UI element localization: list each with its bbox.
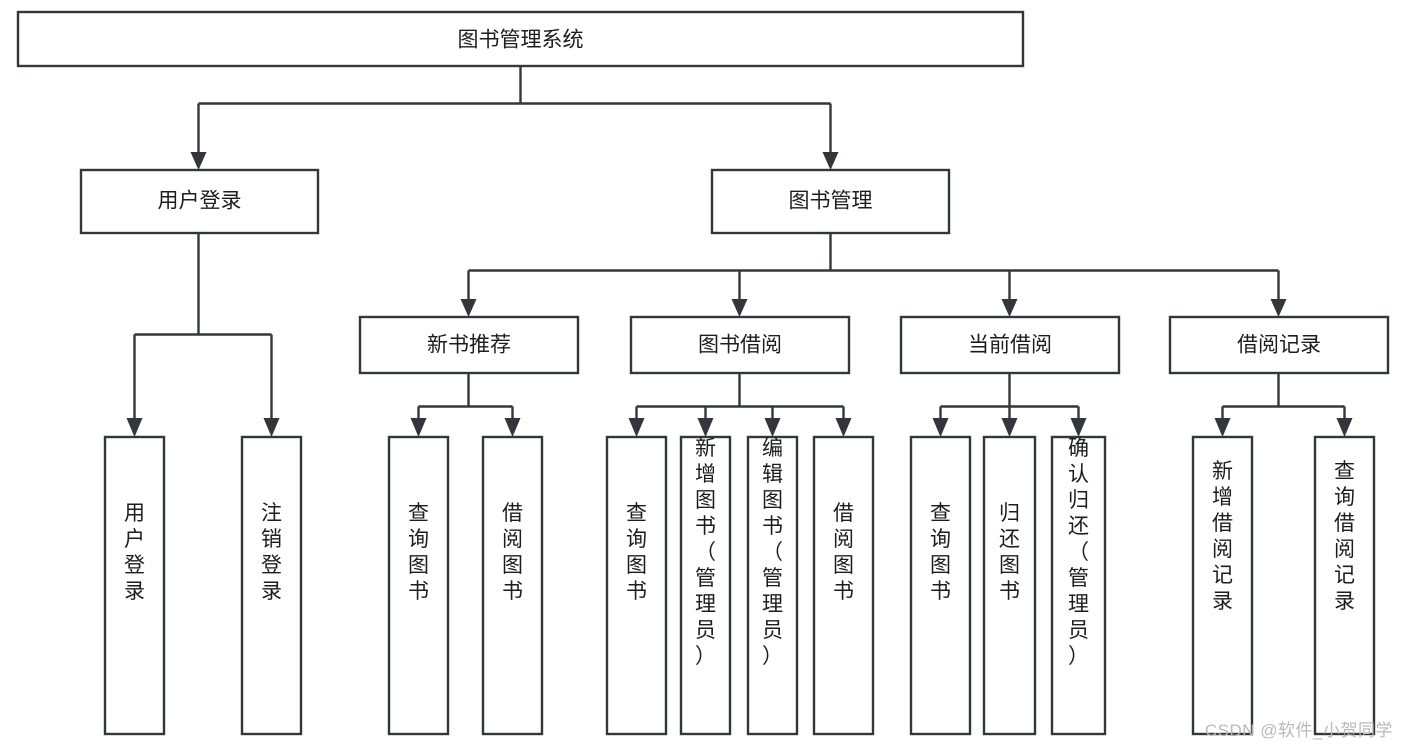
node-book-borrow-label: 图书借阅 [698, 334, 782, 357]
arrow-head-leaf-query-book-2 [628, 418, 645, 437]
arrow-head-leaf-query-borrow-record [1336, 418, 1353, 437]
node-borrow-record-label: 借阅记录 [1237, 334, 1321, 357]
node-book-manage-label: 图书管理 [789, 190, 873, 213]
arrow-head-new-book-recommend [460, 299, 477, 317]
node-leaf-user-login-label: 用户登录 [124, 502, 145, 603]
node-current-borrow-box[interactable] [899, 315, 1121, 375]
node-leaf-user-login[interactable]: 用户登录 [103, 435, 166, 736]
node-leaf-logout-login[interactable]: 注销登录 [240, 435, 303, 736]
arrow-head-leaf-query-book-1 [410, 418, 427, 437]
node-root-label: 图书管理系统 [458, 29, 584, 52]
node-leaf-edit-book-admin-label: 编辑图书（管理员） [762, 437, 783, 668]
node-leaf-add-borrow-record[interactable]: 新增借阅记录 [1191, 435, 1254, 736]
node-leaf-borrow-book-1-label: 借阅图书 [502, 502, 523, 603]
node-new-book-recommend-label: 新书推荐 [427, 334, 511, 357]
node-leaf-query-book-3-label: 查询图书 [930, 502, 951, 603]
arrow-head-leaf-edit-book-admin [764, 418, 781, 437]
arrow-head-leaf-borrow-book-1 [504, 418, 521, 437]
arrow-head-current-borrow [1001, 299, 1018, 317]
node-leaf-borrow-book-2[interactable]: 借阅图书 [812, 435, 875, 736]
node-borrow-record-box[interactable] [1168, 315, 1390, 375]
node-borrow-record[interactable]: 借阅记录 [1168, 315, 1390, 375]
connector-group-new-book-recommend [410, 373, 521, 437]
node-leaf-query-book-2-box[interactable] [605, 435, 668, 736]
node-leaf-edit-book-admin[interactable]: 编辑图书（管理员） [746, 435, 799, 736]
node-leaf-confirm-return-admin[interactable]: 确认归还（管理员） [1050, 435, 1107, 736]
arrow-head-leaf-query-book-3 [932, 418, 949, 437]
node-leaf-query-book-2[interactable]: 查询图书 [605, 435, 668, 736]
node-book-borrow[interactable]: 图书借阅 [629, 315, 851, 375]
node-leaf-user-login-box[interactable] [103, 435, 166, 736]
node-user-login-box[interactable] [79, 168, 320, 235]
node-leaf-borrow-book-1[interactable]: 借阅图书 [481, 435, 544, 736]
node-user-login-label: 用户登录 [158, 190, 242, 213]
arrow-head-leaf-add-borrow-record [1214, 418, 1231, 437]
node-book-manage[interactable]: 图书管理 [710, 168, 951, 235]
node-leaf-add-book-admin-box[interactable] [679, 435, 732, 736]
connector-group-borrow-record [1214, 373, 1353, 437]
node-leaf-edit-book-admin-box[interactable] [746, 435, 799, 736]
node-leaf-add-borrow-record-label: 新增借阅记录 [1212, 460, 1233, 613]
arrow-head-user-login [190, 152, 207, 170]
node-new-book-recommend[interactable]: 新书推荐 [358, 315, 580, 375]
node-leaf-query-book-1-box[interactable] [387, 435, 450, 736]
node-leaf-borrow-book-2-box[interactable] [812, 435, 875, 736]
arrow-head-leaf-borrow-book-2 [835, 418, 852, 437]
connector-group-book-borrow [628, 373, 852, 437]
node-current-borrow-label: 当前借阅 [968, 334, 1052, 357]
node-leaf-query-borrow-record[interactable]: 查询借阅记录 [1313, 435, 1376, 736]
node-leaf-borrow-book-2-label: 借阅图书 [833, 502, 854, 603]
node-book-manage-box[interactable] [710, 168, 951, 235]
node-leaf-query-book-1-label: 查询图书 [408, 502, 429, 603]
node-root-box[interactable] [16, 10, 1025, 68]
arrow-head-book-manage [822, 152, 839, 170]
node-leaf-confirm-return-admin-label: 确认归还（管理员） [1068, 437, 1089, 668]
node-leaf-query-borrow-record-label: 查询借阅记录 [1334, 460, 1355, 613]
node-new-book-recommend-box[interactable] [358, 315, 580, 375]
csdn-watermark: CSDN @软件_小贺同学 [1204, 721, 1393, 740]
arrow-head-leaf-return-book [1001, 418, 1018, 437]
node-leaf-query-book-3-box[interactable] [909, 435, 972, 736]
arrow-head-leaf-add-book-admin [697, 418, 714, 437]
arrow-head-borrow-record [1270, 299, 1287, 317]
connector-group-current-borrow [932, 373, 1087, 437]
node-leaf-query-book-1[interactable]: 查询图书 [387, 435, 450, 736]
node-leaf-logout-login-box[interactable] [240, 435, 303, 736]
node-leaf-confirm-return-admin-box[interactable] [1050, 435, 1107, 736]
node-leaf-query-book-3[interactable]: 查询图书 [909, 435, 972, 736]
node-leaf-query-borrow-record-box[interactable] [1313, 435, 1376, 736]
node-current-borrow[interactable]: 当前借阅 [899, 315, 1121, 375]
node-user-login[interactable]: 用户登录 [79, 168, 320, 235]
node-leaf-add-borrow-record-box[interactable] [1191, 435, 1254, 736]
connector-group-user-login [126, 233, 280, 437]
node-leaf-borrow-book-1-box[interactable] [481, 435, 544, 736]
node-leaf-add-book-admin[interactable]: 新增图书（管理员） [679, 435, 732, 736]
node-book-borrow-box[interactable] [629, 315, 851, 375]
arrow-head-leaf-user-login [126, 418, 143, 437]
node-leaf-add-book-admin-label: 新增图书（管理员） [695, 437, 716, 668]
arrow-head-leaf-logout-login [263, 418, 280, 437]
node-leaf-return-book[interactable]: 归还图书 [982, 435, 1037, 736]
node-leaf-logout-login-label: 注销登录 [261, 502, 282, 603]
connector-group-book-manage [460, 233, 1287, 317]
arrow-head-book-borrow [731, 299, 748, 317]
connector-group-root [190, 66, 839, 170]
node-leaf-query-book-2-label: 查询图书 [626, 502, 647, 603]
arrow-head-leaf-confirm-return-admin [1070, 418, 1087, 437]
node-leaf-return-book-box[interactable] [982, 435, 1037, 736]
node-leaf-return-book-label: 归还图书 [999, 502, 1020, 603]
node-root[interactable]: 图书管理系统 [16, 10, 1025, 68]
